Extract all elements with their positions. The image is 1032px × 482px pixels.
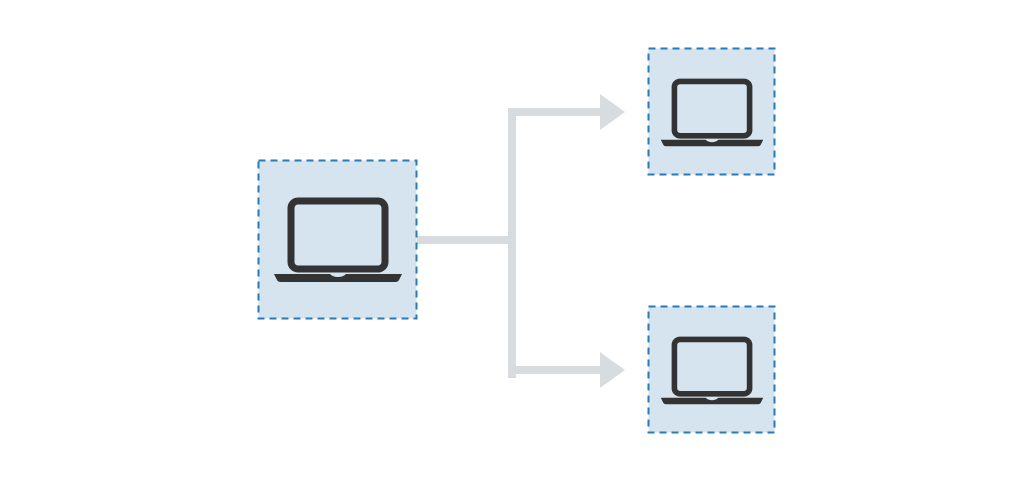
connector-bottom	[508, 366, 602, 374]
target-node-bottom	[647, 305, 776, 434]
connector-lines	[417, 94, 625, 388]
target-node-top	[647, 47, 776, 176]
arrowhead-bottom-icon	[600, 352, 625, 388]
connector-top	[508, 108, 602, 116]
arrowhead-top-icon	[600, 94, 625, 130]
connector-branch	[508, 108, 516, 378]
source-node	[257, 159, 418, 320]
connector-trunk	[417, 236, 512, 244]
